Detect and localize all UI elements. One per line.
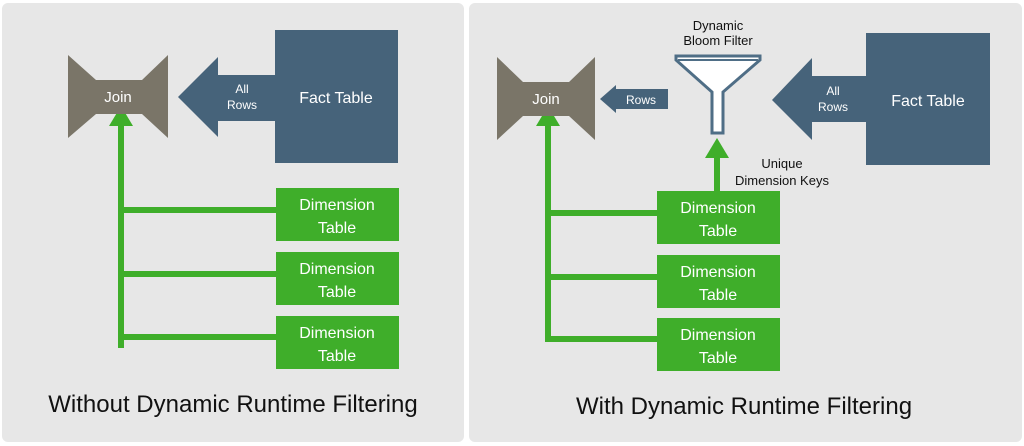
left-connector-lines [109,106,278,348]
right-dim-1-line2: Table [699,223,737,240]
right-fact-table-label: Fact Table [891,93,965,110]
right-all-rows-arrow [772,58,868,140]
right-keys-label-1: Unique [761,156,802,171]
right-filter-label-2: Bloom Filter [683,33,753,48]
left-fact-table-label: Fact Table [299,90,373,107]
right-join-shape [497,57,595,140]
left-all-rows-arrow [178,57,275,137]
left-dim-2-line1: Dimension [299,261,375,278]
right-dimension-table: Dimension Table [657,191,780,244]
left-dimension-table: Dimension Table [276,188,399,241]
right-dimension-table: Dimension Table [657,255,780,308]
right-keys-label-2: Dimension Keys [735,173,829,188]
right-dim-3-line1: Dimension [680,327,756,344]
right-dimension-table: Dimension Table [657,318,780,371]
left-caption: Without Dynamic Runtime Filtering [48,391,417,418]
right-rows-label: Rows [626,93,656,107]
right-rows-arrow [600,85,668,113]
left-dimension-table: Dimension Table [276,252,399,305]
left-dim-3-line2: Table [318,348,356,365]
right-arrow-label-1: All [826,84,839,98]
right-join-label: Join [532,91,560,108]
left-arrow-label-2: Rows [227,98,257,112]
left-dim-1-line2: Table [318,220,356,237]
left-dim-2-line2: Table [318,284,356,301]
right-bloom-filter-icon [674,54,762,135]
right-filter-label-1: Dynamic [693,18,744,33]
right-dim-3-line2: Table [699,350,737,367]
left-dim-3-line1: Dimension [299,325,375,342]
left-arrow-label-1: All [235,82,248,96]
right-fact-table [866,33,990,165]
right-arrow-label-2: Rows [818,100,848,114]
right-caption: With Dynamic Runtime Filtering [576,393,912,420]
left-fact-table [275,30,398,163]
left-dimension-table: Dimension Table [276,316,399,369]
right-dim-1-line1: Dimension [680,200,756,217]
left-join-label: Join [104,89,132,106]
left-join-shape [68,55,168,138]
right-dim-2-line2: Table [699,287,737,304]
left-dim-1-line1: Dimension [299,197,375,214]
right-dim-2-line1: Dimension [680,264,756,281]
